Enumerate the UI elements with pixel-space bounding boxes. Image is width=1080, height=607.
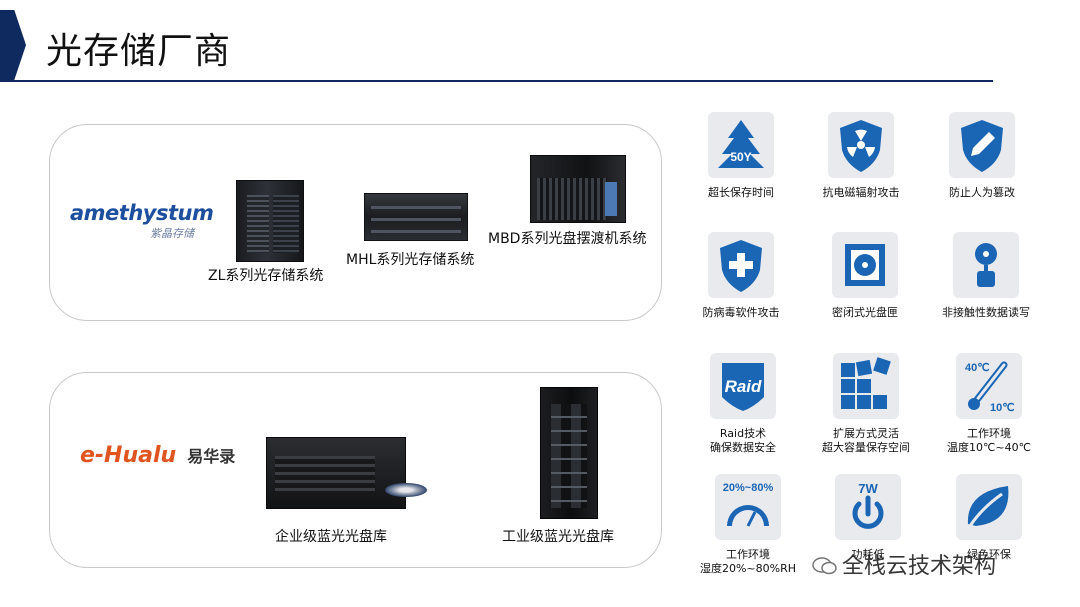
thermometer-low-label: 10℃: [990, 402, 1015, 414]
feature-label: 扩展方式灵活: [833, 427, 899, 440]
wechat-icon: [812, 557, 837, 575]
feature-label: 绿色环保: [967, 548, 1011, 561]
raid-icon: Raid: [710, 353, 776, 419]
feature-label: 防止人为篡改: [949, 186, 1015, 199]
feature-label: 非接触性数据读写: [942, 306, 1030, 319]
disc-tray-image: [385, 483, 427, 497]
optical-head-icon: [953, 232, 1019, 298]
pencil-shield-icon: [949, 112, 1015, 178]
feature-anti-virus: 防病毒软件攻击: [681, 232, 801, 320]
feature-icon-text: 20%~80%: [723, 482, 774, 494]
ehualu-logo-text: e-Hualu: [80, 443, 177, 468]
feature-eco-friendly: 绿色环保: [929, 474, 1049, 562]
title-divider: [0, 80, 993, 82]
amethystum-logo-text: amethystum: [70, 201, 214, 225]
vendor-card-ehualu: e-Hualu 易华录 企业级蓝光光盘库 工业级蓝光光盘库: [49, 372, 662, 568]
ehualu-logo-sub: 易华录: [187, 447, 236, 466]
feature-label-line2: 确保数据安全: [710, 441, 776, 454]
leaf-icon: [956, 474, 1022, 540]
feature-flexible-expansion: 扩展方式灵活 超大容量保存空间: [806, 353, 926, 455]
feature-sealed-magazine: 密闭式光盘匣: [805, 232, 925, 320]
feature-low-power: 7W 功耗低: [808, 474, 928, 562]
feature-label: 防病毒软件攻击: [702, 306, 780, 319]
feature-non-contact-rw: 非接触性数据读写: [926, 232, 1046, 320]
amethystum-logo: amethystum 紫晶存储: [70, 201, 214, 240]
blocks-icon: [833, 353, 899, 419]
feature-anti-radiation: 抗电磁辐射攻击: [801, 112, 921, 200]
feature-tamper-proof: 防止人为篡改: [922, 112, 1042, 200]
vendor-card-amethystum: amethystum 紫晶存储 ZL系列光存储系统 MHL系列光存储系统 MBD…: [49, 124, 662, 321]
feature-long-retention: 50Y 超长保存时间: [681, 112, 801, 200]
mbd-unit-image: [530, 155, 626, 223]
feature-label: 抗电磁辐射攻击: [822, 186, 900, 199]
feature-label-line2: 超大容量保存空间: [822, 441, 910, 454]
feature-icon-text: 50Y: [730, 150, 751, 164]
tree-icon: 50Y: [708, 112, 774, 178]
feature-icon-text: Raid: [725, 377, 762, 396]
feature-label: 密闭式光盘匣: [832, 306, 898, 319]
product-caption: ZL系列光存储系统: [208, 268, 324, 284]
mhl-unit-image: [364, 193, 468, 241]
feature-label: 功耗低: [851, 548, 885, 561]
disc-box-icon: [832, 232, 898, 298]
industrial-cabinet-image: [540, 387, 598, 519]
feature-humidity: 20%~80% 工作环境 湿度20%~80%RH: [688, 474, 808, 576]
zl-rack-image: [236, 180, 304, 262]
page-title: 光存储厂商: [46, 31, 232, 72]
feature-label-line2: 温度10℃~40℃: [947, 441, 1031, 454]
gauge-icon: 20%~80%: [715, 474, 781, 540]
product-caption: MHL系列光存储系统: [346, 252, 475, 268]
feature-temperature: 40℃ 10℃ 工作环境 温度10℃~40℃: [929, 353, 1049, 455]
product-caption: 企业级蓝光光盘库: [275, 529, 387, 545]
feature-label: 工作环境: [726, 548, 770, 561]
ehualu-logo: e-Hualu 易华录: [80, 443, 235, 468]
amethystum-logo-sub: 紫晶存储: [150, 227, 194, 240]
product-caption: MBD系列光盘摆渡机系统: [488, 231, 647, 247]
plus-shield-icon: [708, 232, 774, 298]
feature-label: 工作环境: [967, 427, 1011, 440]
thermometer-high-label: 40℃: [965, 362, 990, 374]
title-accent-tab: [0, 10, 26, 80]
product-caption: 工业级蓝光光盘库: [502, 529, 614, 545]
feature-label-line2: 湿度20%~80%RH: [699, 562, 797, 575]
watermark-text: 全栈云技术架构: [842, 554, 997, 579]
feature-label: 超长保存时间: [708, 186, 774, 199]
power-icon: 7W: [835, 474, 901, 540]
radiation-shield-icon: [828, 112, 894, 178]
feature-label: Raid技术: [719, 427, 767, 440]
watermark: 全栈云技术架构: [812, 548, 996, 580]
thermometer-icon: 40℃ 10℃: [956, 353, 1022, 419]
feature-raid: Raid Raid技术 确保数据安全: [683, 353, 803, 455]
feature-icon-text: 7W: [858, 481, 878, 496]
enterprise-library-image: [266, 437, 406, 509]
